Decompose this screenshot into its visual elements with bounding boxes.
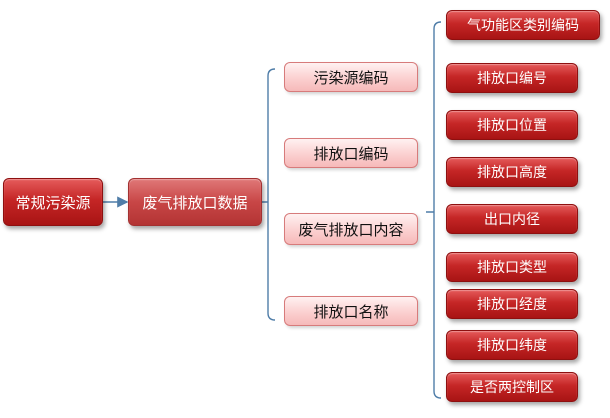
node-outlet-type: 排放口类型	[446, 252, 578, 282]
node-label: 排放口编码	[313, 144, 389, 163]
node-waste-gas-outlet-data: 废气排放口数据	[128, 178, 262, 226]
node-outlet-number: 排放口编号	[446, 63, 578, 93]
root-node-label: 常规污染源	[15, 193, 91, 212]
node-outlet-name: 排放口名称	[284, 296, 418, 326]
node-label: 是否两控制区	[470, 380, 554, 396]
node-label: 排放口经度	[477, 297, 547, 313]
node-label: 废气排放口内容	[298, 220, 404, 239]
node-label: 排放口类型	[477, 260, 547, 276]
node-label: 污染源编码	[313, 68, 389, 87]
level2-bracket	[262, 68, 276, 321]
node-outlet-code: 排放口编码	[284, 138, 418, 168]
node-label: 排放口编号	[477, 71, 547, 87]
node-outlet-location: 排放口位置	[446, 110, 578, 140]
node-pollution-source-code: 污染源编码	[284, 62, 418, 92]
node-outlet-longitude: 排放口经度	[446, 289, 578, 319]
node-label: 排放口高度	[477, 165, 547, 181]
node-outlet-height: 排放口高度	[446, 157, 578, 187]
node-label: 废气排放口数据	[142, 193, 248, 212]
node-waste-gas-outlet-content: 废气排放口内容	[284, 213, 418, 245]
root-node-conventional-pollution-source: 常规污染源	[3, 178, 103, 226]
node-label: 排放口位置	[477, 118, 547, 134]
node-outlet-latitude: 排放口纬度	[446, 330, 578, 360]
node-label: 排放口纬度	[477, 338, 547, 354]
node-outlet-inner-diameter: 出口内径	[446, 204, 578, 234]
node-label: 出口内径	[484, 212, 540, 228]
node-label: 排放口名称	[313, 302, 389, 321]
node-label: 气功能区类别编码	[467, 18, 579, 34]
node-air-function-zone-code: 气功能区类别编码	[446, 10, 600, 40]
level3-bracket	[426, 21, 442, 399]
node-two-control-zone-flag: 是否两控制区	[446, 372, 578, 402]
